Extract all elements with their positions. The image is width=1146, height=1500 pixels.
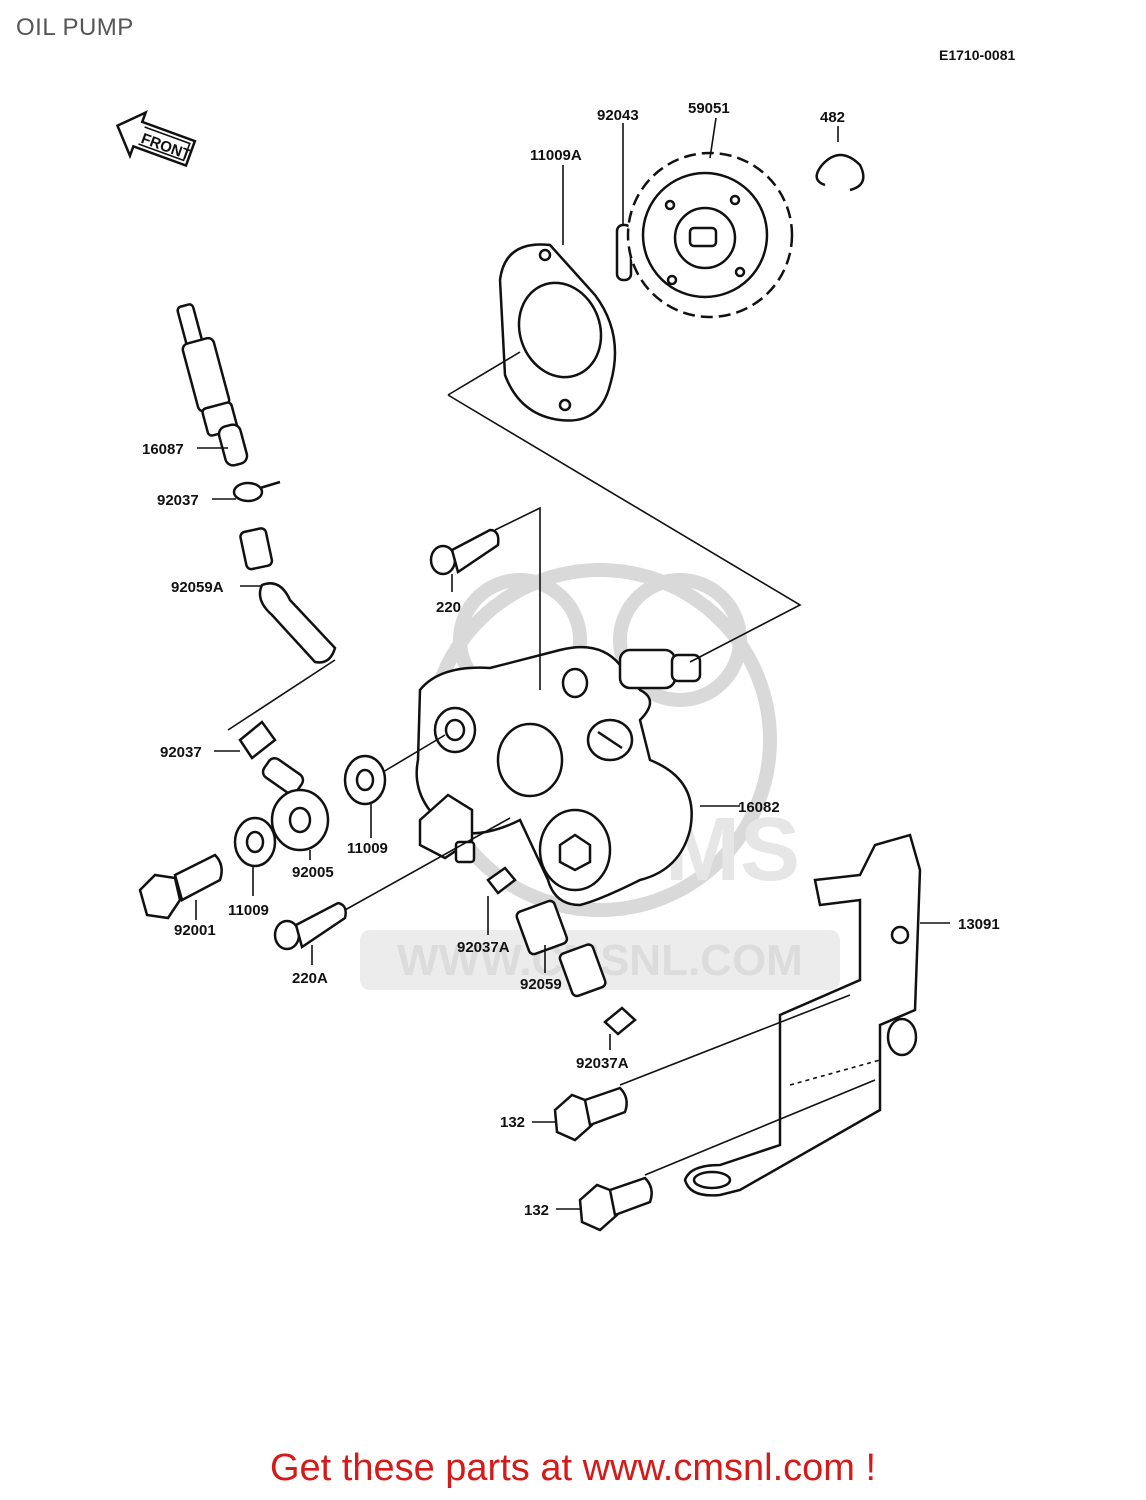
label-16087: 16087 (142, 441, 184, 458)
diagram-code: E1710-0081 (939, 47, 1016, 63)
label-92059a: 92059A (171, 579, 224, 596)
label-220a: 220A (292, 970, 328, 987)
bolt-132-a-icon (553, 1086, 628, 1142)
screw-220a-icon (273, 901, 347, 951)
label-482: 482 (820, 109, 845, 126)
fitting-16087-icon (176, 303, 249, 467)
bolt-132-b-icon (578, 1176, 653, 1232)
label-92005: 92005 (292, 864, 334, 881)
label-59051: 59051 (688, 100, 730, 117)
assembly-lines (227, 351, 876, 1176)
label-92037-top: 92037 (157, 492, 199, 509)
clamp-92037a-b-icon (603, 1006, 637, 1036)
footer-cta[interactable]: Get these parts at www.cmsnl.com ! (269, 1447, 877, 1489)
banjo-92005-icon (261, 757, 330, 852)
circlip-482-icon (815, 153, 865, 192)
label-220: 220 (436, 599, 461, 616)
part-labels: 92043 59051 482 11009A 16087 92037 92059… (142, 100, 1000, 1219)
gasket-11009a-icon (498, 243, 617, 422)
washer-11009-a-icon (343, 754, 387, 806)
screw-220-icon (429, 528, 500, 576)
label-92037a-a: 92037A (457, 939, 510, 956)
label-92037-mid: 92037 (160, 744, 202, 761)
label-92043: 92043 (597, 107, 639, 124)
label-16082: 16082 (738, 799, 780, 816)
label-92059: 92059 (520, 976, 562, 993)
page-title: OIL PUMP (16, 14, 134, 41)
label-132-a: 132 (500, 1114, 525, 1131)
gear-59051-icon (626, 151, 794, 319)
label-132-b: 132 (524, 1202, 549, 1219)
label-11009-a: 11009 (347, 840, 388, 857)
leader-lines (195, 117, 950, 1210)
bracket-13091-icon (683, 833, 922, 1197)
clamp-92037-mid-icon (238, 720, 277, 760)
oil-pump-16082-icon (415, 645, 702, 907)
bolt-92001-icon (138, 853, 223, 920)
hose-92059-icon (515, 899, 607, 998)
label-11009a: 11009A (530, 147, 582, 164)
label-92037a-b: 92037A (576, 1055, 629, 1072)
clamp-92037a-a-icon (454, 840, 517, 895)
label-92001: 92001 (174, 922, 216, 939)
label-13091: 13091 (958, 916, 1000, 933)
washer-11009-b-icon (233, 816, 277, 868)
exploded-parts-diagram: WWW.CMSNL.COM CMS FRONT (115, 100, 1000, 1232)
label-11009-b: 11009 (228, 902, 269, 919)
hose-92059a-icon (239, 527, 337, 664)
front-arrow-icon: FRONT (115, 110, 197, 168)
clamp-92037-top-icon (232, 480, 281, 503)
